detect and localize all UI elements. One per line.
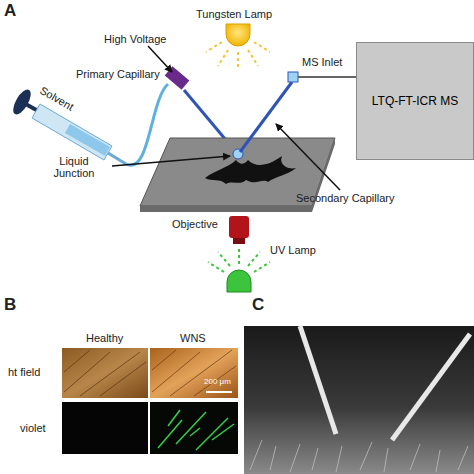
bat-wing-sample: [205, 156, 296, 184]
node-text: LTQ-FT-ICR MS: [372, 94, 458, 108]
component-label: Objective: [172, 218, 218, 230]
micrograph-grid: [62, 348, 238, 454]
column-header: Healthy: [86, 332, 123, 344]
scale-bar-label: 200 μm: [204, 378, 231, 387]
uv-lamp: [208, 248, 270, 292]
row-label: violet: [20, 422, 46, 434]
leader-arrow: [276, 124, 340, 190]
component-label: High Voltage: [104, 33, 166, 45]
high-voltage-electrode: [165, 66, 190, 89]
component-label: MS Inlet: [302, 56, 342, 68]
component-label: Tungsten Lamp: [196, 8, 272, 20]
secondary-capillary: [240, 82, 292, 152]
objective-lens: [229, 216, 249, 244]
column-header: WNS: [180, 332, 206, 344]
panel-letter: B: [4, 296, 16, 315]
photo-capillaries: [244, 326, 474, 474]
panel-letter: A: [4, 2, 16, 21]
component-label: Liquid Junction: [38, 155, 110, 179]
mass-spectrometer-box: LTQ-FT-ICR MS: [356, 42, 474, 160]
ms-inlet-line: [298, 76, 356, 78]
panel-letter: C: [252, 296, 264, 315]
component-label: Secondary Capillary: [296, 192, 394, 204]
solvent-tubing: [126, 84, 168, 165]
component-label: Primary Capillary: [76, 68, 160, 80]
row-label: ht field: [8, 366, 40, 378]
leader-arrow: [112, 156, 230, 166]
tungsten-lamp: [206, 24, 270, 70]
ms-inlet-fitting: [288, 72, 298, 82]
component-label: UV Lamp: [270, 244, 316, 256]
